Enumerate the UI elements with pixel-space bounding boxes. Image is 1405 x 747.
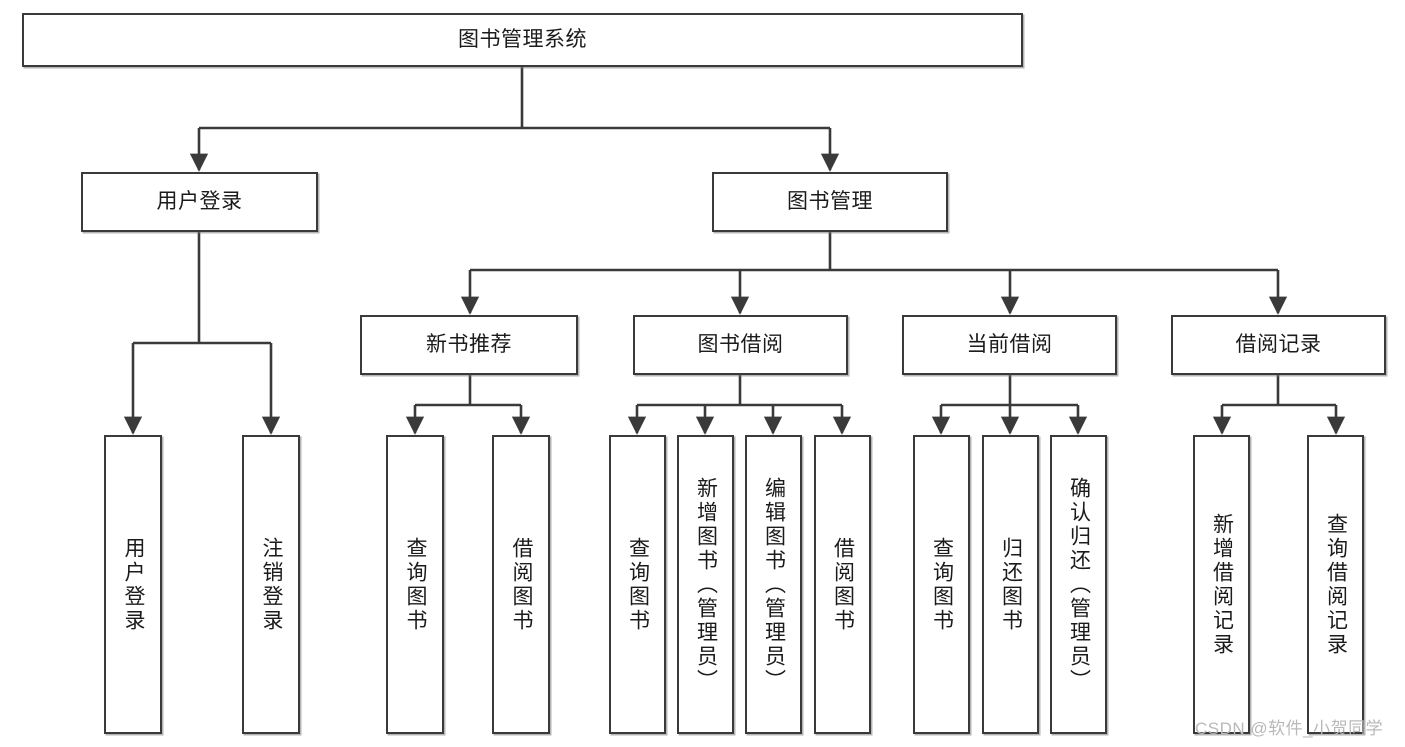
leaf-current-borrow-return[interactable]: 归还图书 [982, 435, 1039, 734]
leaf-book-borrow-query[interactable]: 查询图书 [609, 435, 666, 734]
leaf-new-book-query-label: 查询图书 [404, 536, 428, 633]
leaf-borrow-record-add[interactable]: 新增借阅记录 [1193, 435, 1250, 734]
node-borrow-record-label: 借阅记录 [1235, 332, 1322, 356]
leaf-book-borrow-add[interactable]: 新增图书（管理员） [677, 435, 734, 734]
node-root-system-label: 图书管理系统 [458, 27, 587, 51]
csdn-watermark: CSDN @软件_小贺同学 [1195, 719, 1384, 738]
leaf-book-borrow-borrow[interactable]: 借阅图书 [814, 435, 871, 734]
node-book-manage[interactable]: 图书管理 [712, 172, 948, 232]
leaf-current-borrow-confirm-label: 确认归还（管理员） [1067, 476, 1091, 693]
leaf-book-borrow-add-label: 新增图书（管理员） [694, 476, 718, 693]
leaf-user-login-login-label: 用户登录 [122, 536, 146, 633]
leaf-current-borrow-confirm[interactable]: 确认归还（管理员） [1050, 435, 1107, 734]
node-new-book-recommend-label: 新书推荐 [426, 332, 512, 356]
leaf-current-borrow-query[interactable]: 查询图书 [913, 435, 970, 734]
leaf-current-borrow-query-label: 查询图书 [930, 536, 954, 633]
leaf-user-login-logout-label: 注销登录 [260, 536, 284, 633]
node-current-borrow[interactable]: 当前借阅 [902, 315, 1117, 375]
node-current-borrow-label: 当前借阅 [966, 332, 1053, 356]
leaf-user-login-logout[interactable]: 注销登录 [242, 435, 300, 734]
leaf-user-login-login[interactable]: 用户登录 [104, 435, 162, 734]
node-user-login[interactable]: 用户登录 [81, 172, 318, 232]
leaf-borrow-record-query[interactable]: 查询借阅记录 [1307, 435, 1364, 734]
node-borrow-record[interactable]: 借阅记录 [1171, 315, 1386, 375]
leaf-book-borrow-edit[interactable]: 编辑图书（管理员） [745, 435, 802, 734]
node-book-borrow-label: 图书借阅 [697, 332, 784, 356]
node-new-book-recommend[interactable]: 新书推荐 [360, 315, 578, 375]
node-book-manage-label: 图书管理 [787, 189, 873, 213]
leaf-new-book-borrow-label: 借阅图书 [510, 536, 534, 633]
node-book-borrow[interactable]: 图书借阅 [633, 315, 848, 375]
leaf-book-borrow-edit-label: 编辑图书（管理员） [762, 476, 786, 693]
leaf-current-borrow-return-label: 归还图书 [999, 536, 1023, 633]
leaf-borrow-record-query-label: 查询借阅记录 [1324, 512, 1348, 657]
leaf-borrow-record-add-label: 新增借阅记录 [1210, 512, 1234, 657]
leaf-book-borrow-borrow-label: 借阅图书 [831, 536, 855, 633]
leaf-new-book-query[interactable]: 查询图书 [386, 435, 444, 734]
node-root-system[interactable]: 图书管理系统 [22, 13, 1023, 67]
leaf-book-borrow-query-label: 查询图书 [626, 536, 650, 633]
leaf-new-book-borrow[interactable]: 借阅图书 [492, 435, 550, 734]
node-user-login-label: 用户登录 [156, 189, 243, 213]
